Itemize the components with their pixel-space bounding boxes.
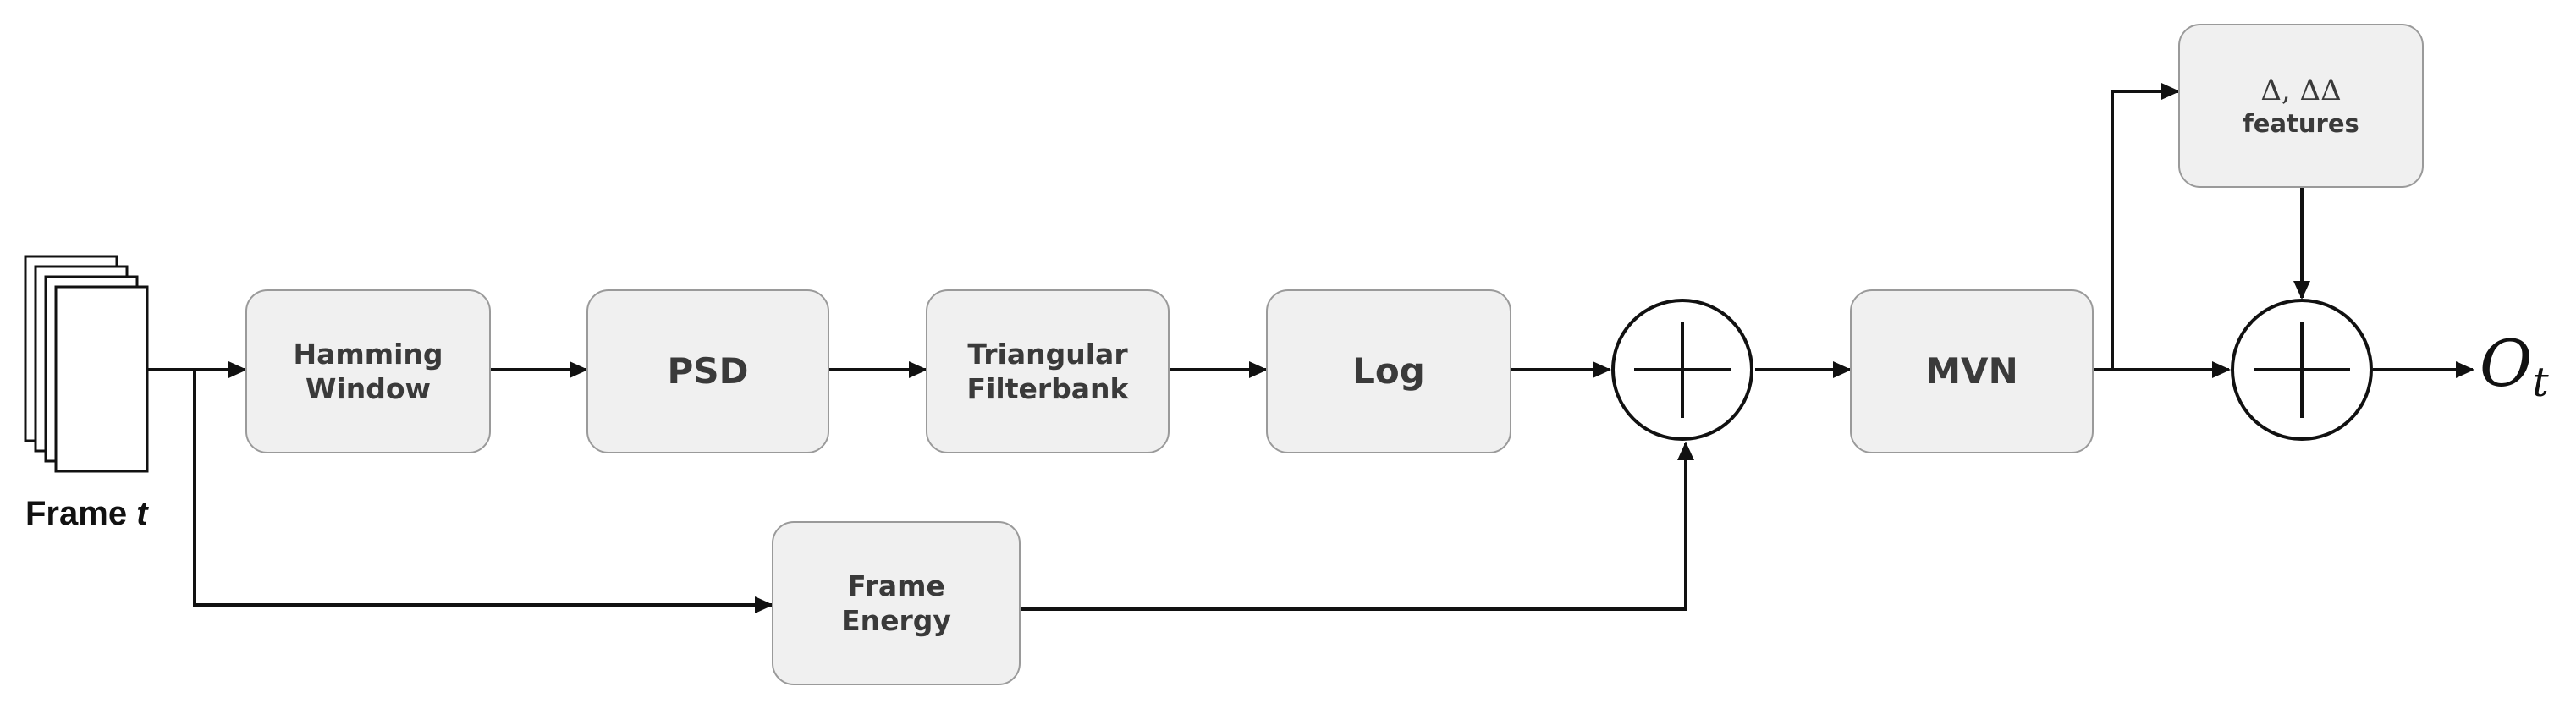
arrow-mvn-to-delta <box>2111 83 2180 370</box>
hamming-window-block: Hamming Window <box>245 289 491 453</box>
sum-node-1 <box>1611 299 1753 441</box>
log-block: Log <box>1266 289 1511 453</box>
delta-features-line-2: features <box>2243 109 2359 139</box>
frame-energy-block: Frame Energy <box>772 521 1021 685</box>
hamming-window-line-1: Hamming <box>293 337 443 371</box>
output-symbol: O <box>2480 326 2533 401</box>
delta-features-line-1: Δ, ΔΔ <box>2260 73 2342 107</box>
input-frame-label: Frame t <box>25 495 148 533</box>
arrow-energy-to-sum <box>1021 442 1694 611</box>
sum-node-2 <box>2231 299 2373 441</box>
arrow-frame-to-energy <box>193 370 773 613</box>
psd-line-1: PSD <box>667 349 749 392</box>
hamming-window-line-2: Window <box>305 372 431 405</box>
output-subscript: t <box>2532 359 2549 406</box>
log-line-1: Log <box>1352 349 1425 392</box>
delta-features-block: Δ, ΔΔ features <box>2178 24 2424 188</box>
input-frames-icon <box>24 255 149 473</box>
input-frame-label-var: t <box>136 495 148 532</box>
triangular-filterbank-block: Triangular Filterbank <box>926 289 1170 453</box>
input-frame-label-prefix: Frame <box>25 495 128 532</box>
filterbank-line-1: Triangular <box>967 337 1128 371</box>
mvn-block: MVN <box>1850 289 2094 453</box>
filterbank-line-2: Filterbank <box>966 372 1129 405</box>
frame-energy-line-1: Frame <box>847 569 945 602</box>
output-label: Ot <box>2480 326 2549 406</box>
frame-energy-line-2: Energy <box>841 604 951 637</box>
psd-block: PSD <box>586 289 829 453</box>
mvn-line-1: MVN <box>1925 349 2018 392</box>
